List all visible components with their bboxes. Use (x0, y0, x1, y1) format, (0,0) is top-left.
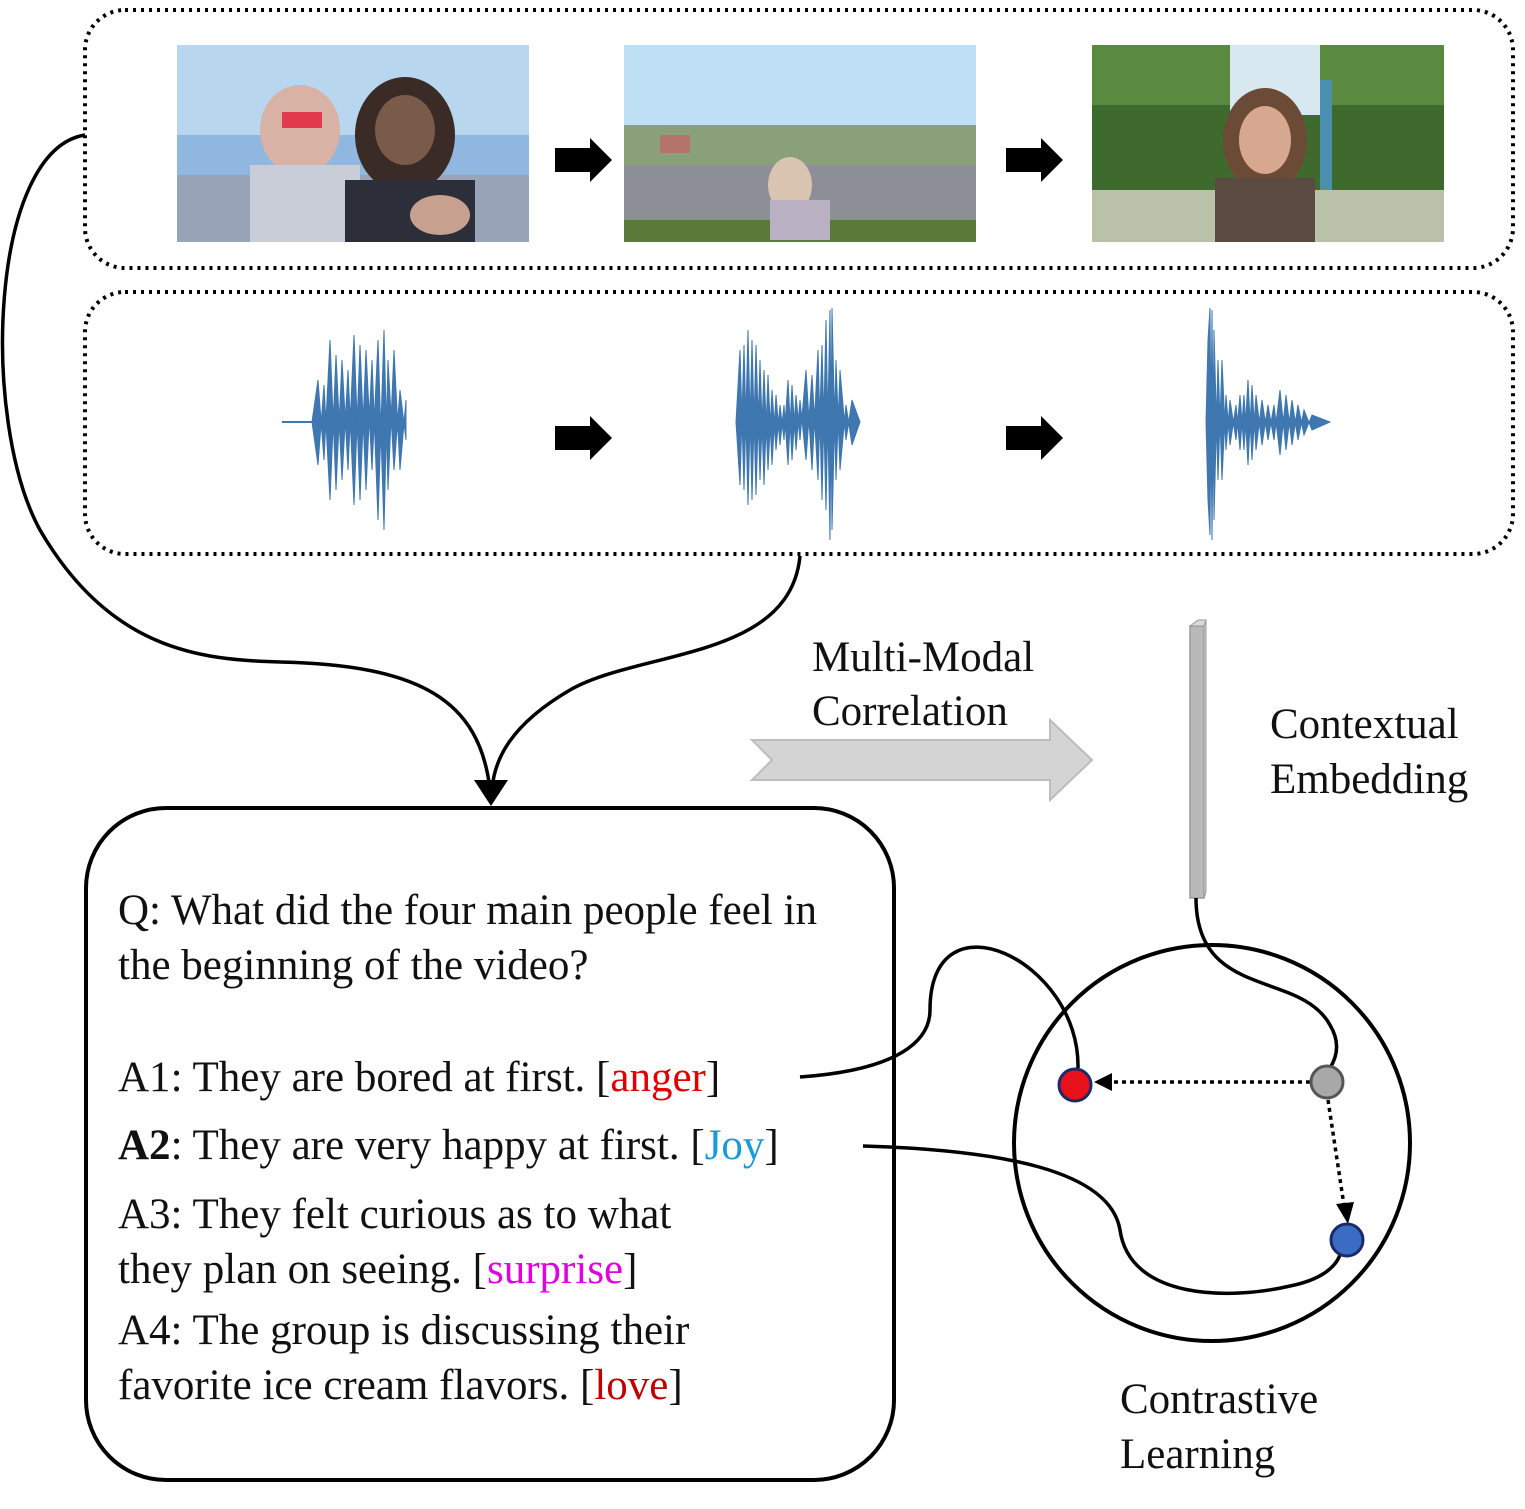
answer-a1: A1: They are bored at first. [anger] (118, 1050, 720, 1105)
video-to-qa-curve (0, 133, 492, 791)
audio-arrow-2 (1006, 416, 1063, 460)
a2-close: ] (764, 1122, 779, 1169)
answer-a4-line2: favorite ice cream flavors. [love] (118, 1358, 683, 1413)
a2-text: : They are very happy at first. [ (170, 1122, 705, 1169)
contrastive-label-line1: Contrastive (1120, 1376, 1319, 1423)
audio-arrow-1 (555, 416, 612, 460)
answer-a2: A2: They are very happy at first. [Joy] (118, 1118, 779, 1173)
answer-a3-line2: they plan on seeing. [surprise] (118, 1242, 637, 1297)
a1-text: : They are bored at first. [ (170, 1054, 611, 1101)
multimodal-label-line2: Correlation (812, 688, 1008, 735)
contrastive-label-line2: Learning (1120, 1431, 1276, 1478)
audio-to-qa-curve (490, 555, 802, 791)
video-arrow-2 (1006, 138, 1063, 182)
a1-close: ] (705, 1054, 721, 1101)
qa-box (84, 806, 896, 1482)
video-frame-2 (624, 45, 976, 242)
anchor-point (1309, 1064, 1345, 1100)
embedding-to-anchor-curve (1194, 897, 1339, 1069)
a2-to-positive-curve (862, 1144, 1342, 1296)
answer-a4-line1: A4: The group is discussing their (118, 1307, 690, 1354)
video-frames-container (83, 8, 1515, 270)
answer-a3-line1: A3: They felt curious as to what (118, 1191, 672, 1238)
a4-emotion: love (594, 1362, 669, 1409)
video-frame-3 (1092, 45, 1444, 242)
video-arrow-1 (555, 138, 612, 182)
a3-emotion: surprise (487, 1246, 624, 1293)
negative-point (1057, 1067, 1093, 1103)
multimodal-correlation-arrow (749, 717, 1094, 803)
contrastive-circle (1012, 943, 1412, 1343)
a3-close: ] (623, 1246, 638, 1293)
waveform-3-icon (1205, 307, 1332, 541)
contextual-embedding-bar (1188, 619, 1207, 899)
contextual-label-line2: Embedding (1270, 756, 1469, 803)
a2-prefix: A2 (118, 1122, 171, 1169)
contextual-label-line1: Contextual (1270, 701, 1459, 748)
question-line1: Q: What did the four main people feel in (118, 887, 817, 934)
waveform-1-icon (282, 329, 407, 531)
a1-emotion: anger (610, 1054, 706, 1101)
a2-emotion: Joy (704, 1122, 765, 1169)
multimodal-label-line1: Multi-Modal (812, 634, 1035, 681)
video-frame-1 (177, 45, 529, 242)
positive-point (1329, 1222, 1365, 1258)
anchor-to-positive-arrow (1326, 1099, 1347, 1213)
a1-to-negative-curve (799, 945, 1080, 1079)
a3-text: they plan on seeing. [ (118, 1246, 487, 1293)
a4-text: favorite ice cream flavors. [ (118, 1362, 595, 1409)
a4-close: ] (668, 1362, 683, 1409)
merge-arrowhead (474, 780, 508, 806)
waveform-2-icon (735, 307, 861, 541)
a1-prefix: A1 (118, 1054, 171, 1101)
audio-container (83, 290, 1515, 556)
question-line2: the beginning of the video? (118, 942, 589, 989)
